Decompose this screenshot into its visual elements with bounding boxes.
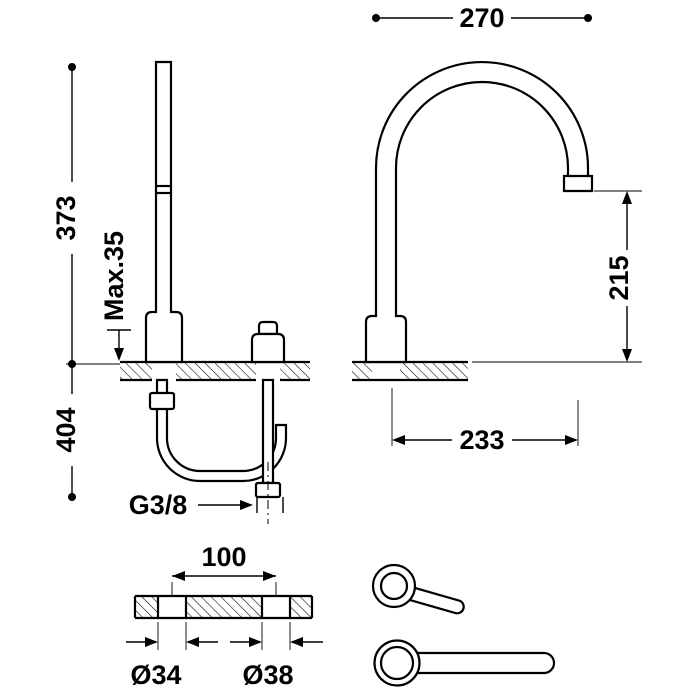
arrow-down-icon (114, 348, 124, 361)
dim-404-label: 404 (51, 407, 81, 452)
dim-373-404: 373 404 (51, 63, 120, 501)
hose-outline (155, 378, 288, 483)
arrow-right-icon (249, 637, 262, 647)
dim-d34: Ø34 (126, 622, 218, 690)
hatch-fill (290, 597, 312, 617)
gooseneck-spout-view (364, 60, 594, 364)
dim-233: 233 (391, 388, 579, 455)
countertop-right-section (352, 360, 468, 382)
hatch-fill (400, 363, 468, 379)
valve-cap (257, 320, 279, 336)
deck-plate-top-view (133, 594, 314, 620)
faucet-body-outline (144, 60, 184, 364)
arrow-right-icon (263, 571, 276, 581)
dim-d38-label: Ø38 (242, 660, 293, 690)
dim-100: 100 (171, 542, 277, 596)
arrow-left-icon (186, 637, 199, 647)
hatch-fill (176, 363, 256, 379)
hatch-fill (280, 363, 310, 379)
dim-g38-label: G3/8 (129, 490, 188, 520)
dim-max35-label: Max.35 (99, 231, 129, 321)
dim-endpoint-dot (372, 14, 380, 22)
arrow-right-icon (145, 637, 158, 647)
arrow-right-icon (240, 500, 253, 510)
dim-max35: Max.35 (99, 231, 131, 361)
dim-215: 215 (472, 190, 642, 363)
dim-endpoint-dot (68, 63, 76, 71)
hatch-fill (186, 597, 262, 617)
inlet-pipe (254, 378, 282, 524)
dim-270: 270 (372, 3, 592, 33)
hatch-fill (352, 363, 372, 379)
valve-side-view (250, 320, 286, 364)
dim-endpoint-dot (584, 14, 592, 22)
faucet-body-side-view (144, 60, 184, 364)
arrow-down-icon (622, 349, 632, 362)
arrow-up-icon (622, 191, 632, 204)
dim-d34-label: Ø34 (130, 660, 181, 690)
dim-215-label: 215 (604, 255, 634, 300)
arrow-left-icon (172, 571, 185, 581)
handle-ring-inner (379, 645, 415, 681)
dim-100-label: 100 (201, 542, 246, 572)
dim-g38: G3/8 (129, 490, 284, 520)
dim-233-label: 233 (459, 425, 504, 455)
handle-front-view (373, 639, 556, 687)
dim-270-label: 270 (459, 3, 504, 33)
dim-373-label: 373 (51, 195, 81, 240)
spout-outline (364, 60, 594, 364)
hatch-fill (135, 597, 158, 617)
dim-endpoint-dot (68, 493, 76, 501)
handle-lever (400, 651, 556, 675)
dim-d38: Ø38 (230, 622, 323, 690)
handle-ring-inner (379, 571, 409, 601)
hatch-fill (120, 363, 152, 379)
handle-angled-view (371, 563, 465, 615)
valve-body (250, 332, 286, 364)
countertop-left-section (120, 360, 310, 382)
hose-connector-nut (148, 391, 176, 411)
dim-endpoint-dot (68, 360, 76, 368)
arrow-left-icon (290, 637, 303, 647)
flexible-hose (148, 378, 288, 483)
